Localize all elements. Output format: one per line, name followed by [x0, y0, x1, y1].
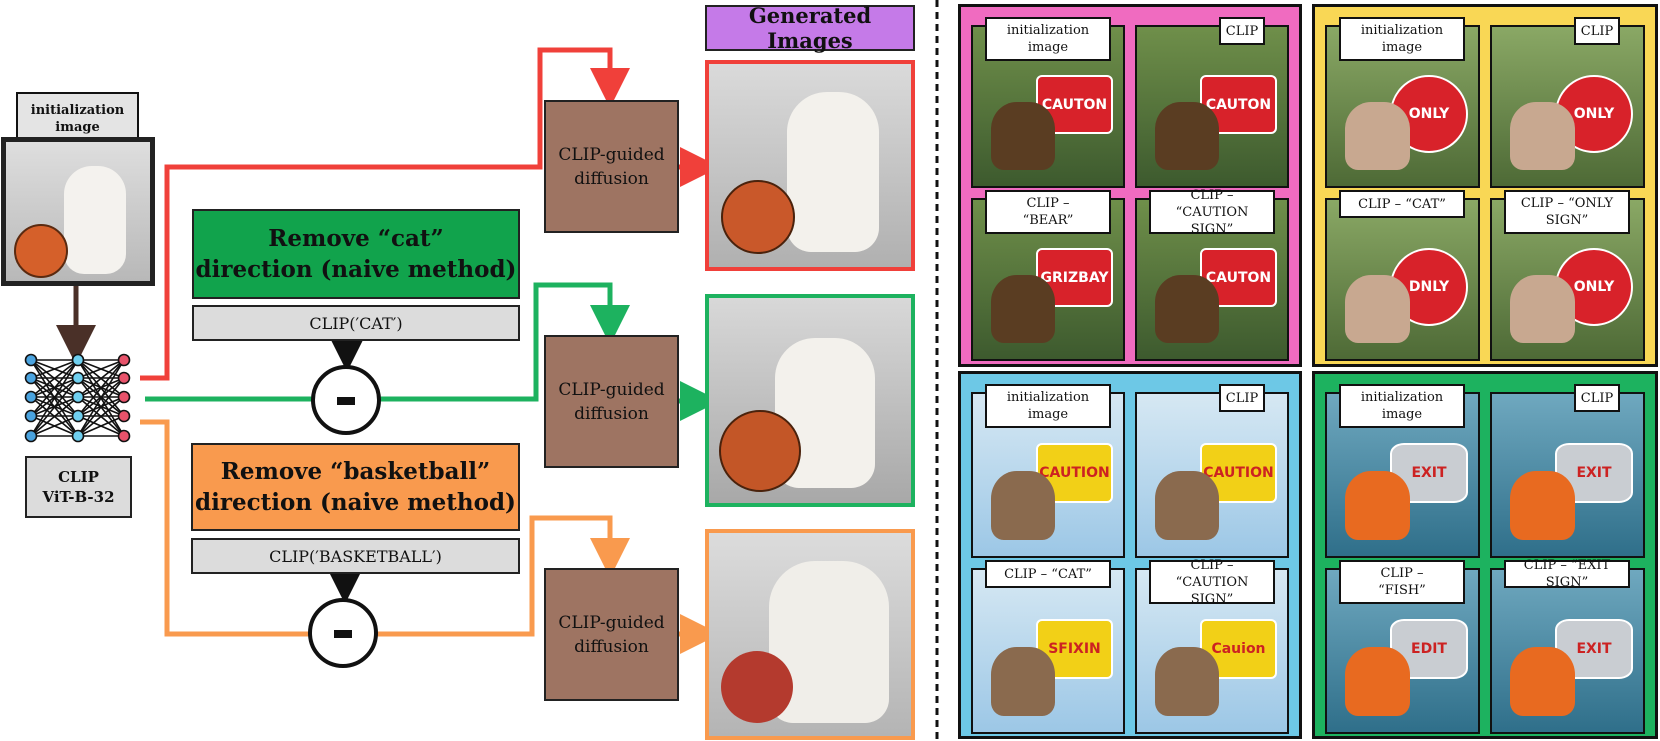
subject-shape [991, 471, 1055, 540]
remove-cat-box: Remove “cat”direction (naive method) [192, 209, 520, 299]
nn-node [71, 390, 85, 404]
panel-thumbnail: DNLY [1325, 198, 1480, 361]
subject-shape [1155, 102, 1219, 170]
nn-node [117, 390, 131, 404]
subject-shape [1345, 647, 1410, 716]
green-path [145, 282, 630, 402]
panel-thumbnail: SFIXIN [971, 568, 1125, 734]
subject-shape [1510, 471, 1575, 540]
panel-label: CLIP –“BEAR” [985, 190, 1111, 234]
subject-shape [991, 647, 1055, 716]
panel-label: CLIP – “CAT” [985, 560, 1111, 588]
nn-node [24, 353, 38, 367]
subject-shape [991, 275, 1055, 343]
nn-node [117, 409, 131, 423]
nn-node [71, 409, 85, 423]
panel-thumbnail: EXIT [1490, 568, 1645, 734]
subject-shape [1510, 647, 1575, 716]
nn-node [71, 353, 85, 367]
red-path [140, 47, 630, 381]
panel-label: CLIP [1219, 17, 1265, 45]
panel-label: CLIP [1574, 17, 1620, 45]
cat-shape [64, 166, 126, 274]
subject-shape [1155, 647, 1219, 716]
panel-thumbnail: CAUTON [1135, 25, 1289, 188]
panel-thumbnail: EXIT [1490, 392, 1645, 558]
subject-shape [1345, 102, 1410, 170]
clip-cat-box: CLIP(′CAT′) [192, 305, 520, 341]
generated-image-green [705, 294, 915, 507]
minus-operator-cat [311, 365, 381, 435]
panel-thumbnail: ONLY [1490, 25, 1645, 188]
remove-basketball-box: Remove “basketball”direction (naive meth… [191, 443, 520, 531]
minus-operator-basketball [308, 598, 378, 668]
init-image [1, 137, 155, 286]
subject-shape [1155, 275, 1219, 343]
neural-network-icon [24, 353, 131, 443]
clip-basketball-box: CLIP(′BASKETBALL′) [191, 538, 520, 574]
generated-image-orange [705, 529, 915, 740]
nn-node [117, 429, 131, 443]
nn-node [71, 371, 85, 385]
panel-thumbnail: CAUTION [1135, 392, 1289, 558]
subject-shape [991, 102, 1055, 170]
nn-node [117, 353, 131, 367]
nn-node [24, 390, 38, 404]
subject-shape [1155, 471, 1219, 540]
nn-node [71, 429, 85, 443]
subject-shape [1345, 471, 1410, 540]
subject-shape [1345, 275, 1410, 343]
panel-label: CLIP [1574, 384, 1620, 412]
nn-node [24, 371, 38, 385]
panel-label: CLIP – “EXIT SIGN” [1504, 558, 1630, 590]
panel-label: CLIP –“FISH” [1339, 560, 1465, 604]
subject-shape [1510, 275, 1575, 343]
nn-node [24, 429, 38, 443]
nn-node [24, 409, 38, 423]
orange-path [140, 419, 630, 637]
generated-images-title: Generated Images [705, 3, 915, 53]
basketball-shape [14, 224, 68, 278]
nn-node [117, 371, 131, 385]
panel-label: CLIP [1219, 384, 1265, 412]
panel-label: CLIP – “CAT” [1339, 190, 1465, 218]
subject-shape [1510, 102, 1575, 170]
sign-shape: CAUTON [1200, 248, 1277, 307]
generated-image-red [705, 60, 915, 271]
